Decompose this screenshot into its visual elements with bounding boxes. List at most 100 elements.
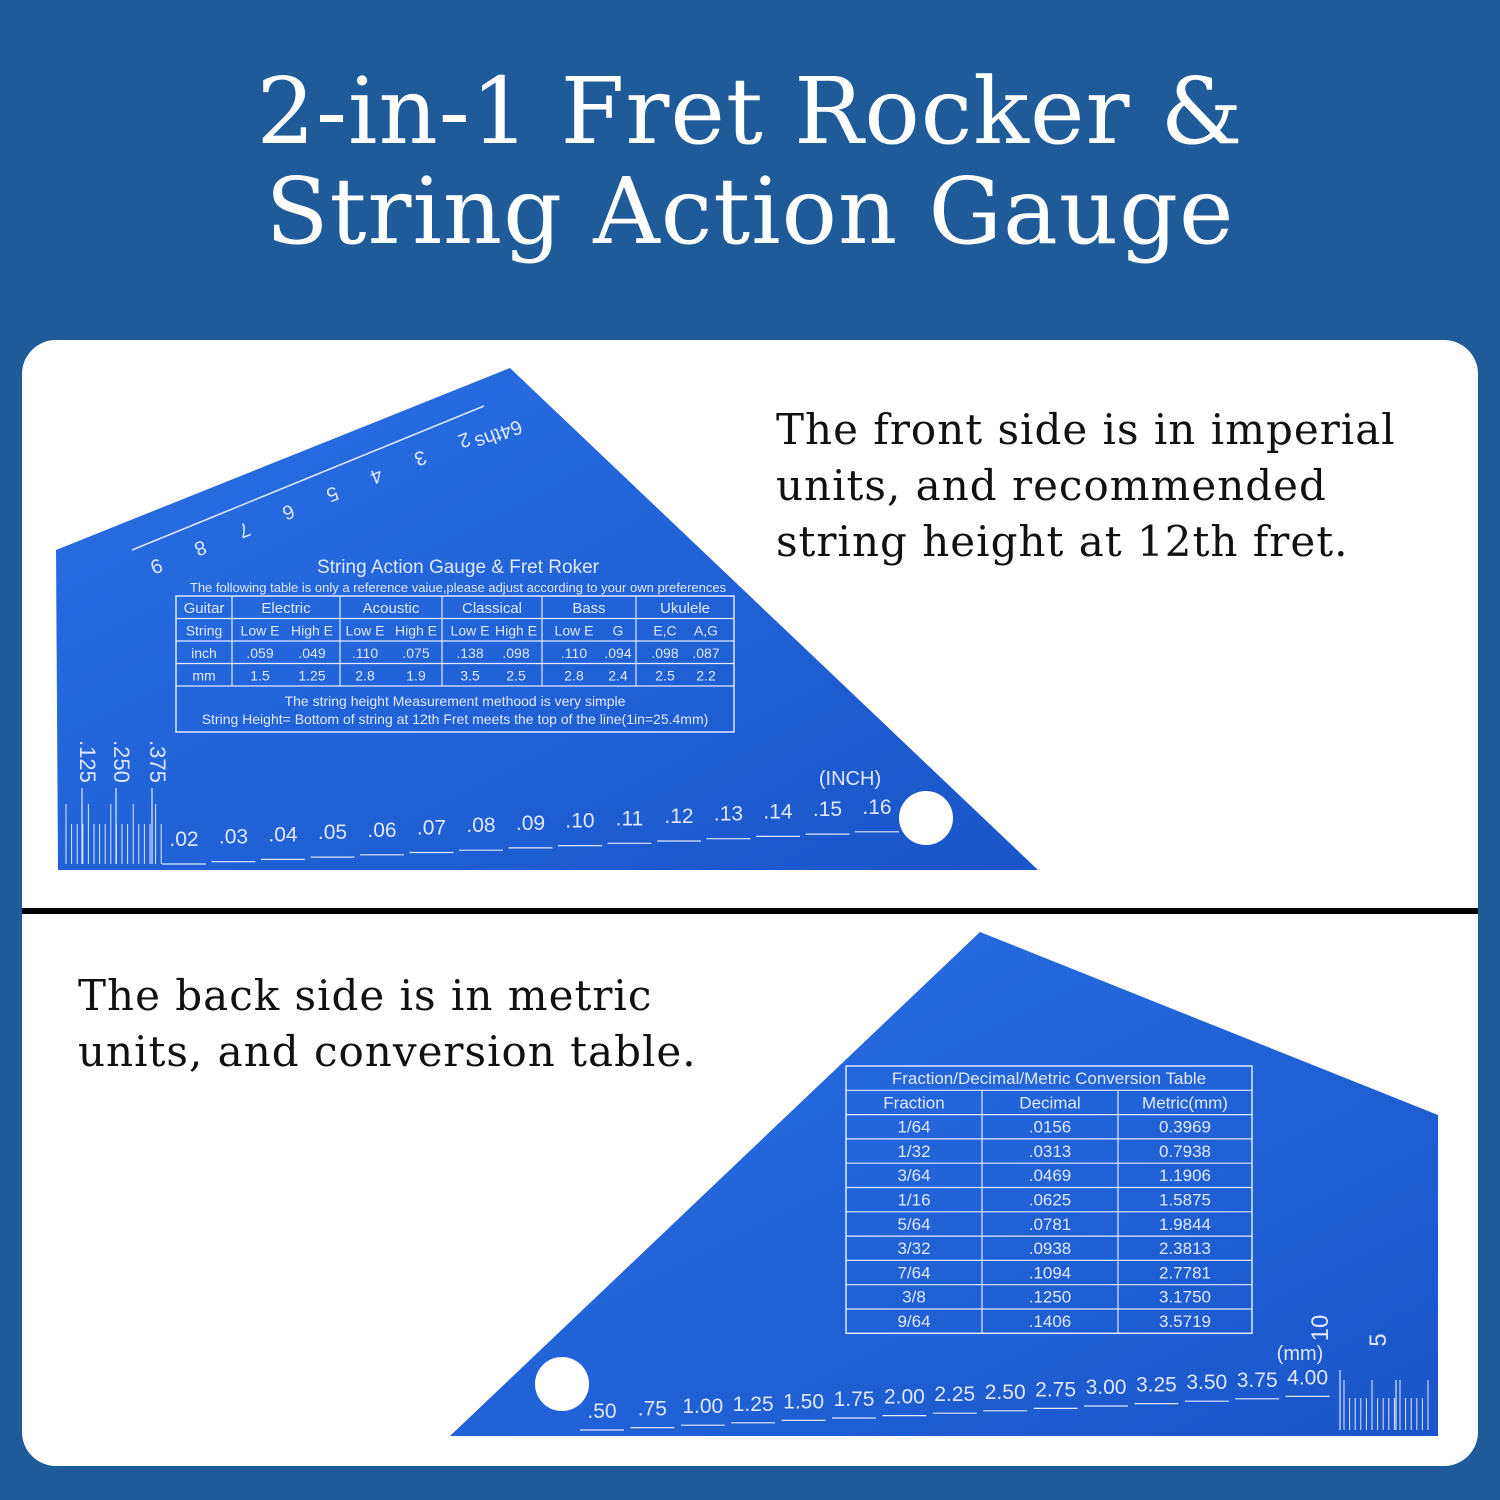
front-description-line: units, and recommended bbox=[776, 461, 1327, 510]
table-cell: 1.5 bbox=[250, 668, 270, 684]
side-mark: .125 bbox=[75, 740, 100, 783]
table-cell: .098 bbox=[502, 645, 529, 661]
table-cell: .0469 bbox=[1029, 1166, 1072, 1185]
table-cell: 0.3969 bbox=[1159, 1118, 1211, 1137]
table-cell: .075 bbox=[402, 645, 429, 661]
table-cell: mm bbox=[192, 668, 215, 684]
scale-label: 1.25 bbox=[733, 1393, 774, 1416]
scale-label: .10 bbox=[565, 810, 594, 833]
table-cell: .0313 bbox=[1029, 1142, 1072, 1161]
table-cell: 3/64 bbox=[897, 1166, 930, 1185]
table-cell: 1.5875 bbox=[1159, 1191, 1211, 1210]
side-mark: 10 bbox=[1307, 1315, 1334, 1342]
table-cell: .1406 bbox=[1029, 1312, 1072, 1331]
table-header: Decimal bbox=[1019, 1093, 1080, 1112]
table-header: Metric(mm) bbox=[1142, 1093, 1228, 1112]
table-cell: 3/32 bbox=[897, 1239, 930, 1258]
table-cell: .094 bbox=[604, 645, 631, 661]
scale-label: .03 bbox=[219, 826, 248, 849]
table-group-header: Bass bbox=[572, 600, 605, 617]
table-cell: High E bbox=[291, 623, 333, 639]
table-cell: String bbox=[186, 623, 223, 639]
table-cell: .049 bbox=[298, 645, 325, 661]
table-cell: High E bbox=[395, 623, 437, 639]
table-cell: 2.4 bbox=[608, 668, 628, 684]
fraction-tick bbox=[175, 513, 221, 533]
table-cell: .087 bbox=[692, 645, 719, 661]
table-cell: 3/8 bbox=[902, 1288, 926, 1307]
table-cell: A,G bbox=[694, 623, 718, 639]
gauge-illustrations: String Action Gauge & Fret Roker The fol… bbox=[56, 368, 1438, 1436]
title-line-1: 2-in-1 Fret Rocker & bbox=[256, 58, 1244, 165]
fraction-tick bbox=[351, 441, 397, 461]
fraction-tick bbox=[439, 405, 485, 425]
title-line-2: String Action Gauge bbox=[265, 158, 1235, 265]
table-cell: 2.3813 bbox=[1159, 1239, 1211, 1258]
front-gauge-subtitle: The following table is only a reference … bbox=[190, 580, 727, 595]
front-side-marks: .125 .250 .375 bbox=[75, 740, 170, 783]
back-ruler-ticks bbox=[1339, 1370, 1429, 1430]
table-cell: 3.5719 bbox=[1159, 1312, 1211, 1331]
front-description-line: string height at 12th fret. bbox=[776, 517, 1349, 566]
scale-label: .11 bbox=[616, 807, 644, 830]
table-cell: 7/64 bbox=[897, 1263, 930, 1282]
scale-label: 3.75 bbox=[1237, 1369, 1278, 1392]
scale-label: 1.50 bbox=[783, 1390, 824, 1413]
side-mark: 5 bbox=[1365, 1333, 1392, 1346]
table-group-header: Ukulele bbox=[660, 600, 710, 617]
table-cell: 0.7938 bbox=[1159, 1142, 1211, 1161]
table-cell: 2.2 bbox=[696, 668, 716, 684]
scale-label: 4.00 bbox=[1287, 1366, 1328, 1389]
front-description-line: The front side is in imperial bbox=[776, 405, 1396, 454]
table-cell: 2.5 bbox=[655, 668, 675, 684]
scale-label: 2.25 bbox=[934, 1383, 975, 1406]
table-cell: 1.1906 bbox=[1159, 1166, 1211, 1185]
scale-label: 2.50 bbox=[985, 1381, 1026, 1404]
page-title: 2-in-1 Fret Rocker & String Action Gauge bbox=[0, 62, 1500, 262]
scale-label: 3.00 bbox=[1086, 1376, 1127, 1399]
scale-label: .02 bbox=[169, 828, 198, 851]
back-gauge: Fraction/Decimal/Metric Conversion Table… bbox=[450, 932, 1438, 1436]
table-header: Fraction bbox=[883, 1093, 944, 1112]
scale-label: .04 bbox=[268, 823, 298, 846]
table-group-header: Acoustic bbox=[363, 600, 420, 617]
table-cell: 1.9844 bbox=[1159, 1215, 1211, 1234]
table-cell: Low E bbox=[346, 623, 385, 639]
scale-label: .06 bbox=[367, 819, 396, 842]
table-cell: .0781 bbox=[1029, 1215, 1072, 1234]
scale-label: .08 bbox=[466, 814, 495, 837]
scale-label: .14 bbox=[763, 800, 793, 823]
table-cell: 2.8 bbox=[564, 668, 584, 684]
scale-label: 2.75 bbox=[1035, 1378, 1076, 1401]
table-cell: .059 bbox=[246, 645, 273, 661]
table-cell: E,C bbox=[653, 623, 676, 639]
front-gauge: String Action Gauge & Fret Roker The fol… bbox=[56, 368, 1038, 870]
front-scale: .02.03.04.05.06.07.08.09.10.11.12.13.14.… bbox=[162, 796, 899, 865]
section-divider bbox=[22, 908, 1478, 914]
front-ruler-ticks bbox=[65, 788, 162, 864]
back-description-line: units, and conversion table. bbox=[78, 1027, 697, 1076]
table-frame bbox=[845, 1065, 1253, 1335]
table-cell: 1.9 bbox=[406, 668, 426, 684]
table-cell: 1/16 bbox=[897, 1191, 930, 1210]
fraction-tick bbox=[307, 459, 353, 479]
table-cell: .0625 bbox=[1029, 1191, 1072, 1210]
scale-label: .15 bbox=[813, 798, 842, 821]
scale-label: .16 bbox=[862, 796, 891, 819]
table-cell: 2.5 bbox=[506, 668, 526, 684]
back-gauge-hole bbox=[535, 1357, 589, 1411]
table-cell: .0938 bbox=[1029, 1239, 1072, 1258]
fraction-tick bbox=[219, 495, 265, 515]
side-mark: .250 bbox=[109, 740, 134, 783]
scale-label: .75 bbox=[638, 1398, 667, 1421]
scale-label: .07 bbox=[417, 817, 446, 840]
table-cell: Low E bbox=[241, 623, 280, 639]
table-cell: .1094 bbox=[1029, 1263, 1072, 1282]
table-note: The string height Measurement methood is… bbox=[285, 693, 626, 709]
table-cell: .110 bbox=[352, 645, 378, 661]
side-mark: .375 bbox=[145, 740, 170, 783]
table-cell: .1250 bbox=[1029, 1288, 1072, 1307]
front-gauge-title: String Action Gauge & Fret Roker bbox=[317, 557, 600, 578]
table-cell: 3.1750 bbox=[1159, 1288, 1211, 1307]
